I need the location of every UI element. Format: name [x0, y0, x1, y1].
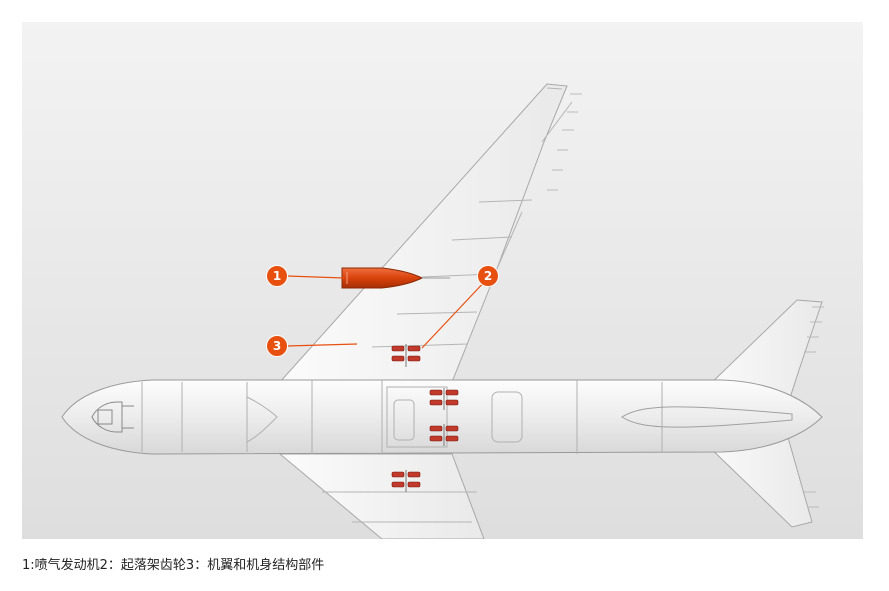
- aircraft-illustration: [61, 83, 824, 539]
- upper-wing: [278, 83, 568, 383]
- callout-3-wing-fuselage: 3: [266, 335, 288, 357]
- lower-wing: [278, 453, 485, 539]
- callout-leader-lines: [286, 275, 489, 349]
- upper-wing-flap-lines: [371, 87, 573, 348]
- callout-1-engine: 1: [266, 265, 288, 287]
- landing-gear-highlight: [391, 345, 459, 488]
- jet-engine-highlight: [341, 267, 450, 289]
- cockpit: [91, 401, 134, 433]
- aircraft-diagram: 1 2 3: [22, 22, 863, 539]
- figure-caption: 1:喷气发动机2：起落架齿轮3：机翼和机身结构部件: [22, 558, 325, 573]
- upper-wing-trailing-edge: [547, 93, 582, 191]
- fuselage: [61, 379, 823, 455]
- fuselage-sections: [141, 380, 663, 454]
- callout-2-landing-gear: 2: [477, 265, 499, 287]
